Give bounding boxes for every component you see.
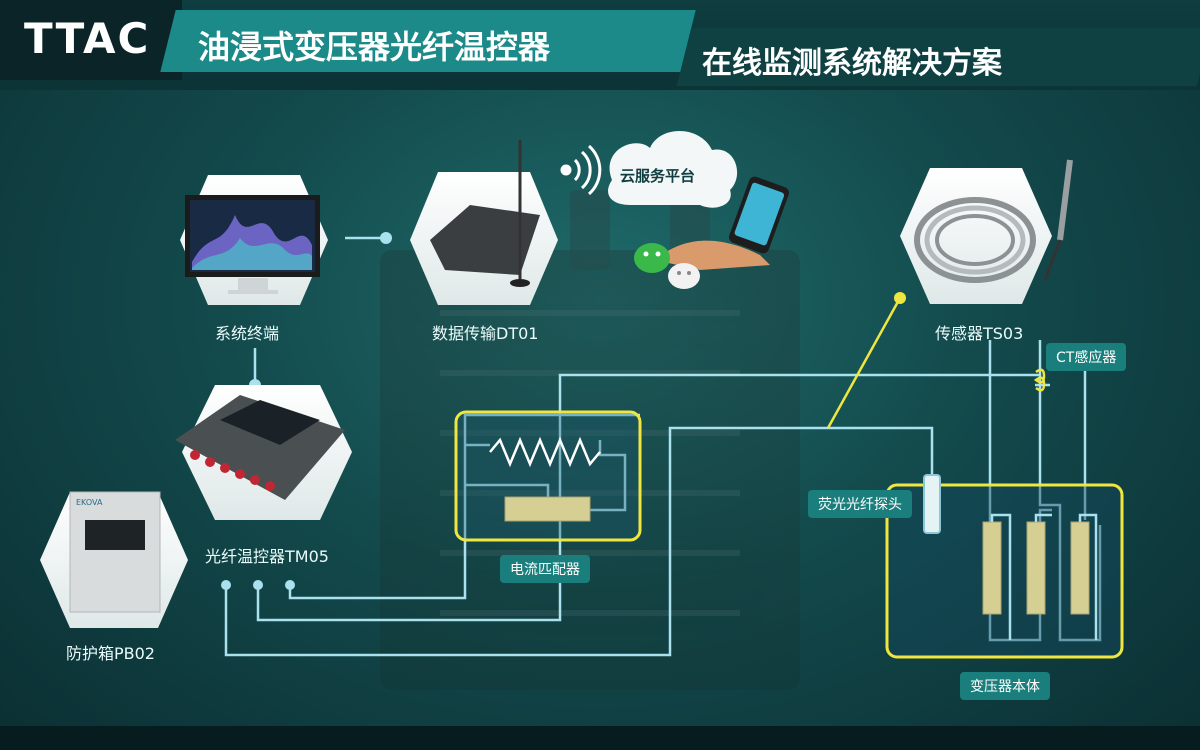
windings — [982, 521, 1090, 615]
fin — [440, 610, 740, 616]
tag-current-matcher: 电流匹配器 — [500, 555, 590, 583]
fin — [440, 430, 740, 436]
label-data-transfer: 数据传输DT01 — [432, 324, 539, 343]
footer-bar — [0, 726, 1200, 750]
fin — [440, 310, 740, 316]
page-subtitle: 在线监测系统解决方案 — [702, 46, 1002, 81]
fin — [440, 490, 740, 496]
wechat-icon — [634, 243, 700, 289]
logo: TTAC — [24, 14, 151, 63]
wireless-icon — [560, 144, 602, 196]
phone-icon — [655, 176, 790, 270]
resistor — [489, 436, 601, 468]
winding-loops — [990, 513, 1098, 640]
transformer-body-box — [885, 483, 1124, 659]
label-terminal: 系统终端 — [215, 324, 280, 343]
tag-ct-sensor: CT感应器 — [1046, 343, 1127, 371]
box-brand: EKOVA — [76, 498, 103, 507]
hex-protect-box — [40, 491, 188, 628]
fin — [440, 550, 740, 556]
transformer-silhouette — [380, 190, 800, 690]
logo-box — [0, 0, 182, 80]
ct-coil — [1033, 368, 1046, 392]
bushing — [570, 190, 610, 270]
matcher-element — [504, 496, 591, 522]
hex-terminal — [180, 175, 328, 305]
hex-controller — [175, 385, 352, 520]
probe-line — [826, 297, 902, 429]
hex-data-transfer — [410, 140, 558, 305]
page-title: 油浸式变压器光纤温控器 — [198, 28, 551, 66]
label-protect-box: 防护箱PB02 — [66, 644, 155, 663]
fluor-probe — [923, 474, 941, 534]
tag-fluor-probe: 荧光光纤探头 — [808, 490, 912, 518]
label-controller: 光纤温控器TM05 — [205, 547, 329, 566]
label-sensor: 传感器TS03 — [935, 324, 1024, 343]
cloud-icon — [608, 130, 738, 208]
tag-transformer-body: 变压器本体 — [960, 672, 1050, 700]
probe-dot — [894, 292, 906, 304]
label-cloud: 云服务平台 — [620, 167, 696, 185]
fin — [440, 370, 740, 376]
hex-sensor — [900, 159, 1073, 304]
